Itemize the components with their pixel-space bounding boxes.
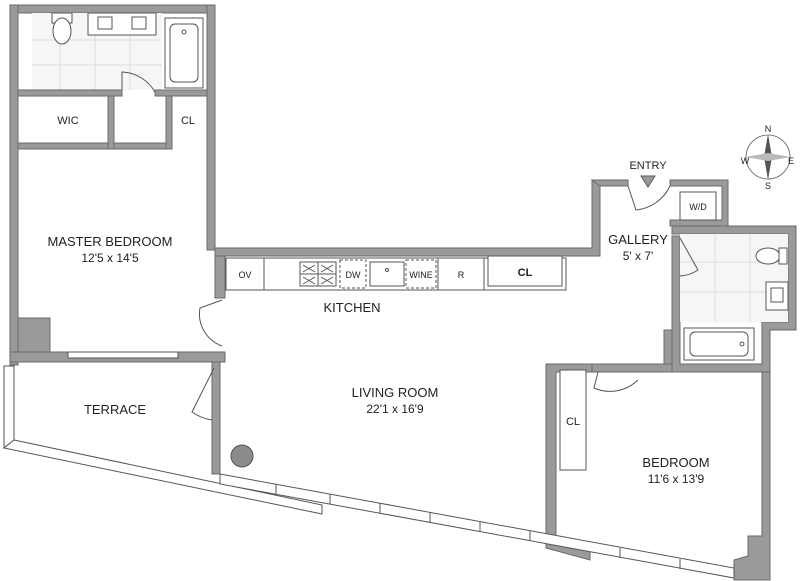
- wic-label: WIC: [57, 115, 78, 127]
- master-closet-label: CL: [181, 115, 195, 127]
- window-wall: [219, 473, 735, 579]
- entry-label: ENTRY: [629, 160, 667, 172]
- double-vanity-icon: [87, 12, 157, 36]
- toilet-icon: [51, 12, 73, 45]
- master-bedroom-dims: 12'5 x 14'5: [81, 251, 139, 265]
- terrace-door-swing: [191, 367, 215, 421]
- gallery-label: GALLERY: [608, 232, 668, 247]
- oven-label: OV: [238, 270, 251, 280]
- terrace: TERRACE: [2, 351, 323, 515]
- bedroom: CL BEDROOM 11'6 x 13'9: [545, 363, 771, 581]
- entry-arrow-icon: [640, 175, 656, 188]
- sink-icon: [369, 261, 405, 287]
- second-bathroom: [671, 225, 797, 373]
- bathtub-icon-2: [683, 327, 755, 361]
- bedroom-dims: 11'6 x 13'9: [648, 472, 705, 486]
- living-room-dims: 22'1 x 16'9: [366, 402, 424, 416]
- master-bedroom: MASTER BEDROOM 12'5 x 14'5: [17, 234, 226, 353]
- sink-icon-2: [765, 281, 789, 311]
- cooktop-icon: [299, 261, 337, 287]
- master-bedroom-label: MASTER BEDROOM: [48, 234, 173, 249]
- bedroom-door-swing: [593, 371, 639, 392]
- living-room: LIVING ROOM 22'1 x 16'9: [230, 329, 673, 468]
- compass-east: E: [788, 156, 794, 166]
- column-icon: [230, 444, 254, 468]
- bathtub-icon: [164, 17, 204, 89]
- bathroom-door-swing: [121, 71, 156, 93]
- kitchen-label: KITCHEN: [323, 300, 380, 315]
- gallery-dims: 5' x 7': [623, 249, 654, 263]
- walk-in-closet: WIC CL: [17, 95, 195, 150]
- wine-label: WINE: [409, 270, 433, 280]
- dishwasher-label: DW: [346, 270, 361, 280]
- compass-north: N: [765, 124, 772, 134]
- bedroom-label: BEDROOM: [642, 455, 709, 470]
- washer-dryer-label: W/D: [689, 202, 707, 212]
- refrigerator-label: R: [458, 270, 465, 280]
- compass-icon: N S E W: [741, 124, 794, 191]
- entry-door-swing: [627, 185, 671, 211]
- gallery: W/D ENTRY GALLERY 5' x 7': [590, 160, 729, 263]
- master-bedroom-door-swing: [198, 299, 223, 347]
- gallery-closet-label: CL: [518, 267, 533, 279]
- compass-west: W: [741, 156, 750, 166]
- toilet-icon-2: [755, 247, 788, 265]
- living-room-label: LIVING ROOM: [352, 385, 439, 400]
- terrace-label: TERRACE: [84, 402, 146, 417]
- kitchen: OV DW WINE R CL KITCHEN: [214, 179, 601, 315]
- master-bathroom: [9, 4, 216, 366]
- compass-south: S: [765, 181, 771, 191]
- second-bath-door-swing: [679, 237, 699, 277]
- bedroom-closet-label: CL: [566, 416, 580, 428]
